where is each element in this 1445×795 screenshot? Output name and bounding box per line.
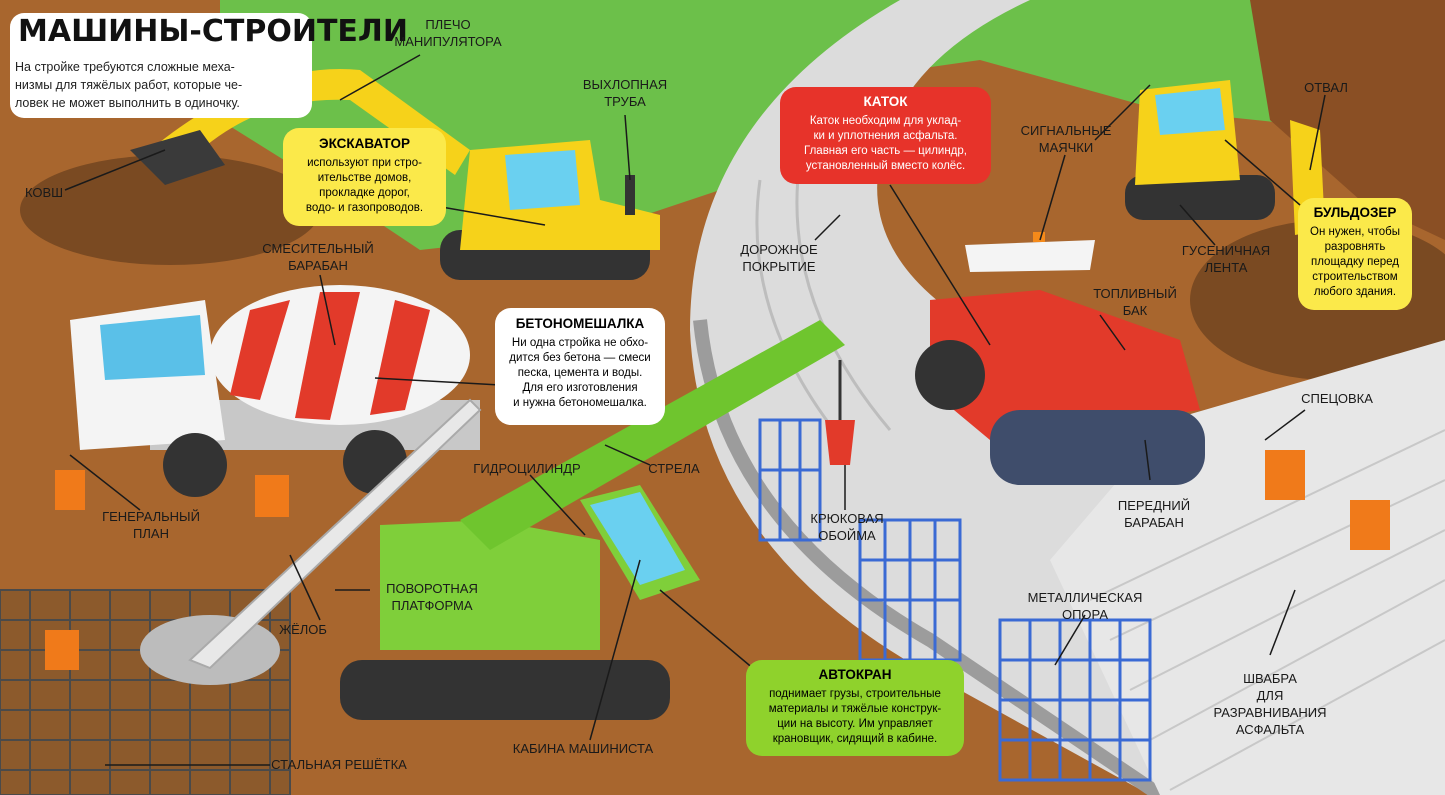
road-marking [755,179,852,451]
label-boom: СТРЕЛА [648,461,700,476]
roller-text: Каток необходим для уклад- ки и уплотнен… [804,115,967,172]
excavator-arm [150,69,470,175]
label-arm: ПЛЕЧО МАНИПУЛЯТОРА [394,17,502,49]
signal-beacon [1033,232,1045,242]
label-hook: КРЮКОВАЯ ОБОЙМА [810,511,884,543]
roller-title: КАТОК [863,94,908,109]
roller-info-box: КАТОК Каток необходим для уклад- ки и уп… [780,87,991,184]
mixer-info-box: БЕТОНОМЕШАЛКА Ни одна стройка не обхо- д… [495,308,665,425]
bulldozer-info-box: БУЛЬДОЗЕР Он нужен, чтобы разровнять пло… [1298,198,1412,310]
roller-front-drum [990,410,1205,485]
label-exhaust: ВЫХЛОПНАЯ ТРУБА [582,77,668,109]
roller-rear-wheel [915,340,985,410]
label-front-drum: ПЕРЕДНИЙ БАРАБАН [1117,498,1191,530]
bulldozer-window [1155,88,1225,135]
label-track: ГУСЕНИЧНАЯ ЛЕНТА [1181,243,1271,275]
label-drum: СМЕСИТЕЛЬНЫЙ БАРАБАН [262,241,374,273]
exhaust-pipe [625,175,635,215]
concrete-chute [188,398,482,670]
worker-vest [255,475,289,517]
excavator-info-box: ЭКСКАВАТОР используют при стро- ительств… [283,128,446,226]
label-platform: ПОВОРОТНАЯ ПЛАТФОРМА [386,581,478,613]
excavator-text: используют при стро- ительстве домов, пр… [305,157,424,214]
crane-text: поднимает грузы, строительные материалы … [768,688,942,745]
label-fuel-tank: ТОПЛИВНЫЙ БАК [1093,286,1177,318]
mixer-title: БЕТОНОМЕШАЛКА [515,316,645,331]
road-edge [693,319,1164,795]
roller-canopy [965,240,1095,272]
leader-lines [64,54,1326,766]
soil-mound-right [1250,0,1445,240]
hook-block [825,420,855,465]
steel-grid [0,589,291,795]
road-marking [795,159,892,431]
worker-vest [1265,450,1305,500]
roller-body [930,290,1200,440]
crane-title: АВТОКРАН [818,667,892,682]
label-chute: ЖЁЛОБ [279,622,327,637]
excavator-cab-window [505,150,580,210]
soil-heap-left [20,155,320,265]
excavator-title: ЭКСКАВАТОР [319,136,410,151]
workers [45,450,1390,670]
title-card [10,13,312,118]
label-cabin: КАБИНА МАШИНИСТА [512,741,654,756]
intro-text: На стройке требуются сложные меха- низмы… [15,60,243,110]
label-blade: ОТВАЛ [1304,80,1348,95]
crane-tracks [340,660,670,720]
label-support: МЕТАЛЛИЧЕСКАЯ ОПОРА [1027,590,1143,622]
label-masterplan: ГЕНЕРАЛЬНЫЙ ПЛАН [102,509,200,541]
mobile-crane [340,320,855,720]
label-pavement: ДОРОЖНОЕ ПОКРЫТИЕ [740,242,818,274]
crane-platform [380,520,600,650]
mixing-drum-stripes [230,292,430,420]
worker-vest [45,630,79,670]
label-cylinder: ГИДРОЦИЛИНДР [473,461,581,476]
mixer-cab-window [100,315,205,380]
excavator [130,69,660,280]
concrete-mixer-truck [70,285,482,670]
worker-vest [55,470,85,510]
label-bucket: КОВШ [24,185,64,200]
label-steel-grid: СТАЛЬНАЯ РЕШЁТКА [271,757,407,772]
bulldozer-tracks [1125,175,1275,220]
mixer-text: Ни одна стройка не обхо- дится без бетон… [509,337,651,409]
crane-cabin-window [590,492,685,585]
bulldozer-title: БУЛЬДОЗЕР [1313,205,1397,220]
excavator-bucket [130,130,225,185]
bulldozer-text: Он нужен, чтобы разровнять площадку пере… [1310,226,1400,298]
road-roller [915,232,1205,485]
crane-info-box: АВТОКРАН поднимает грузы, строительные м… [746,660,964,756]
label-beacons: СИГНАЛЬНЫЕ МАЯЧКИ [1020,123,1112,155]
worker-vest [1350,500,1390,550]
page-title: МАШИНЫ-СТРОИТЕЛИ [18,14,408,49]
label-workwear: СПЕЦОВКА [1301,391,1373,406]
crane-boom [460,320,845,550]
label-squeegee: ШВАБРА ДЛЯ РАЗРАВНИВАНИЯ АСФАЛЬТА [1213,671,1327,737]
mixer-wheel [163,433,227,497]
